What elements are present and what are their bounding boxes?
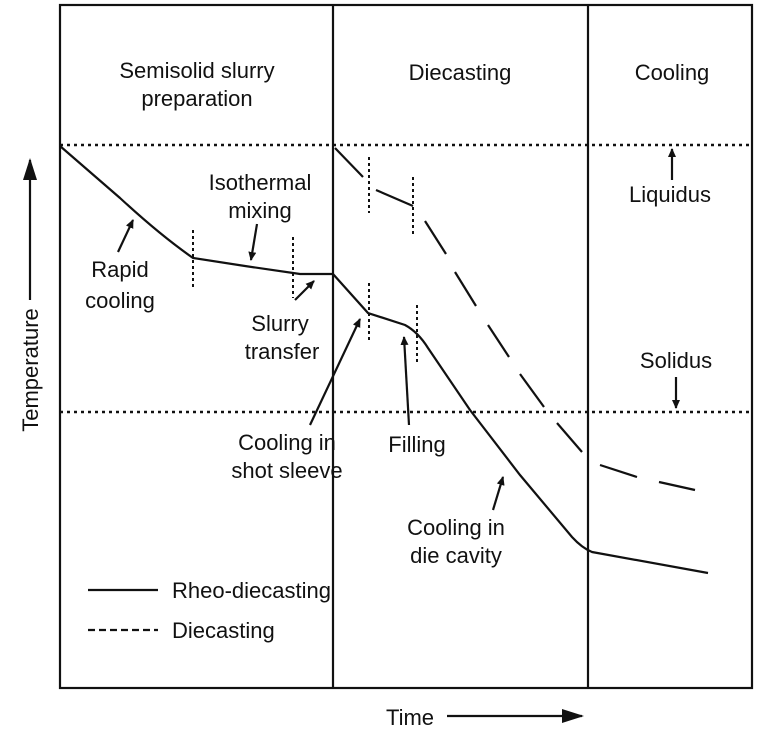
phase-cooling-label: Cooling (635, 60, 710, 85)
filling-arrow (400, 336, 411, 426)
slurry-transfer-label-1: Slurry (251, 311, 308, 336)
x-axis-label: Time (386, 705, 434, 730)
slurry-transfer-arrow (294, 280, 315, 301)
legend-rheo-label: Rheo-diecasting (172, 578, 331, 603)
shot-sleeve-label-2: shot sleeve (231, 458, 342, 483)
isothermal-label-1: Isothermal (209, 170, 312, 195)
die-cavity-label-2: die cavity (410, 543, 502, 568)
solidus-label: Solidus (640, 348, 712, 373)
rapid-label-2: cooling (85, 288, 155, 313)
die-cavity-arrow (491, 476, 505, 511)
shot-sleeve-arrow (309, 318, 361, 426)
phase-slurry-label-1: Semisolid slurry (119, 58, 274, 83)
phase-slurry-label-2: preparation (141, 86, 252, 111)
phase-diecasting-label: Diecasting (409, 60, 512, 85)
diecasting-curve (334, 147, 696, 492)
rapid-arrow (117, 219, 134, 253)
diagram-frame (58, 3, 754, 690)
liquidus-label: Liquidus (629, 182, 711, 207)
shot-sleeve-label-1: Cooling in (238, 430, 336, 455)
isothermal-arrow (248, 223, 259, 261)
isothermal-label-2: mixing (228, 198, 292, 223)
rheo-diecasting-curve (59, 145, 709, 575)
legend-diecasting-label: Diecasting (172, 618, 275, 643)
legend: Rheo-diecasting Diecasting (88, 578, 331, 643)
slurry-transfer-label-2: transfer (245, 339, 320, 364)
die-cavity-label-1: Cooling in (407, 515, 505, 540)
rapid-label-1: Rapid (91, 257, 148, 282)
filling-label: Filling (388, 432, 445, 457)
y-axis-label: Temperature (18, 308, 43, 432)
